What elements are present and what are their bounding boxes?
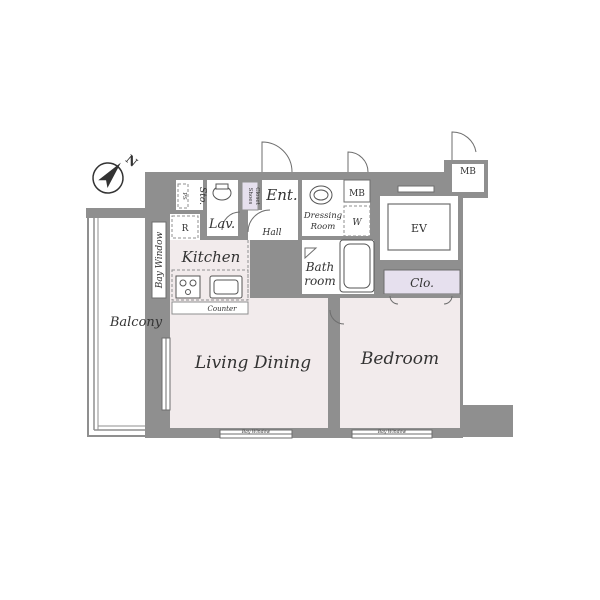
stove-icon [175,275,201,299]
counter-label: Counter [208,305,238,313]
refrigerator-space [171,215,199,239]
meter-box-floor [343,179,371,203]
kitchen-fixtures [171,215,249,315]
washbasin-icon [309,185,333,205]
lavatory-label: Lav. [208,217,235,232]
interior-walls [170,180,460,430]
shoes-closet-label-line2: Closet [254,187,260,205]
shoes-closet [241,181,259,211]
elevator-car [387,203,451,251]
outer-mb-door-icon [451,131,477,160]
outer-meter-box-label: MB [460,167,476,177]
storage-label: Sto. [197,187,207,205]
windows [151,185,435,439]
balcony-label: Balcony [109,315,163,330]
mb-door-icon [347,151,369,173]
meter-box-label: MB [349,189,365,199]
elevator-label: EV [411,222,428,235]
bath-label-line2: room [304,274,336,288]
shoes-closet-label-line1: Shoes [247,188,253,205]
hall-door-icon [247,209,271,233]
closet-label: Clo. [410,276,434,290]
counter [171,301,249,315]
closet-door-icon [389,295,399,305]
bay-window-bottom-right-label: Bay Window [377,429,406,435]
bedroom-door-icon [329,309,345,325]
dressing-room-label-line2: Room [310,222,336,232]
lavatory-fixtures [212,181,259,211]
north-arrow-icon [92,162,124,194]
outer-meter-box-floor [452,164,484,192]
refrigerator-label: R [182,224,189,234]
ps-label: PS [181,192,187,200]
dressing-fixtures [309,185,333,205]
entrance-label: Ent. [265,186,297,204]
bay-window-left [151,221,167,299]
bedroom-label: Bedroom [360,349,439,369]
storage-floor [176,180,205,210]
bay-window-vertical-label: Bay Window [155,231,165,289]
entrance-door-icon [261,141,293,173]
entrance-floor [262,180,300,210]
bay-window-bottom-left-label: Bay Window [241,429,270,435]
hall-label: Hall [262,228,282,238]
living-dining-label: Living Dining [194,353,311,373]
dashed-fixtures [171,183,371,301]
washer-label: W [352,218,362,228]
bath-label-line1: Bath [305,260,335,274]
lavatory-door-icon [221,211,241,231]
kitchen-sink-icon [209,275,243,299]
doors [221,131,477,325]
bathtub-icon [339,239,375,293]
compass-north-label: N [123,152,140,170]
room-labels: Living Dining Bedroom Kitchen Balcony Ba… [109,152,476,435]
closet-floor [383,269,461,295]
kitchen-label: Kitchen [181,248,241,266]
ev-vent [397,185,435,193]
dressing-room-label-line1: Dressing [303,211,343,221]
bedroom-floor [338,296,460,428]
balcony [87,211,153,437]
